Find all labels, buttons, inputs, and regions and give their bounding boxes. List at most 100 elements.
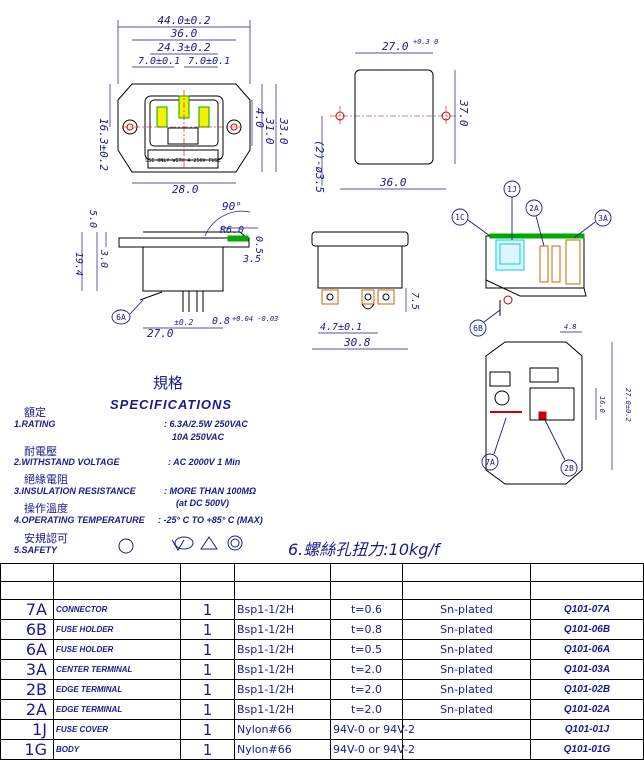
rating-value-2: 10A 250VAC [172,432,225,442]
dim-front-7b: 7.0±0.1 [188,56,230,67]
dim-rear-27: 27.0±0.2 [624,388,632,422]
callout-1c: 1C [455,213,465,222]
callout-7a: 7A [485,458,495,467]
bom-cell-no [0,563,54,582]
bom-cell-pn: Q101-06A [530,639,644,660]
dim-side-3: 3.0 [98,249,109,268]
safety-logos [118,535,243,554]
bom-cell-thickness [330,581,403,600]
dim-side-0-8: 0.8 [212,316,230,327]
bom-cell-name: EDGE TERMINAL [53,699,181,720]
dim-side-0-8-tol: +0.04 -0.03 [232,315,278,323]
insulation-zh: 絕緣電阻 [24,473,68,486]
dim-bottom-30-8: 30.8 [343,336,371,349]
bom-row [0,581,644,600]
bom-cell-pn: Q101-02A [530,699,644,720]
dim-cutout-27-tol: +0.3 0 [413,38,438,46]
bom-cell-name: FUSE HOLDER [53,619,181,640]
safety-zh: 安規認可 [24,532,68,545]
rating-label: 1.RATING [14,419,56,429]
rating-value-1: : 6.3A/2.5W 250VAC [164,419,248,429]
bom-cell-finish: Sn-plated [402,639,531,660]
bom-cell-material: Bsp1-1/2H [234,639,331,660]
bom-cell-qty [180,563,235,582]
bom-cell-finish: Sn-plated [402,679,531,700]
bom-cell-pn [530,563,644,582]
bom-cell-pn: Q101-01G [530,739,644,760]
dim-front-31: 31.0 [263,117,276,145]
dim-bottom-7-5: 7.5 [409,292,420,310]
bom-cell-qty: 1 [180,719,235,740]
bom-cell-pn: Q101-03A [530,659,644,680]
bom-cell-name [53,581,181,600]
bom-cell-thickness: t=0.6 [330,599,403,620]
spec-title-en: SPECIFICATIONS [110,397,233,412]
bom-cell-name: CENTER TERMINAL [53,659,181,680]
bom-cell-no: 1J [0,719,54,740]
bom-cell-qty: 1 [180,739,235,760]
withstand-value: : AC 2000V 1 Min [168,457,241,467]
bom-cell-qty: 1 [180,599,235,620]
bom-cell-pn: Q101-06B [530,619,644,640]
dim-front-28: 28.0 [172,183,199,196]
dim-side-r6: R6.0 [220,225,244,236]
bom-cell-pn [530,581,644,600]
bom-cell-finish: Sn-plated [402,599,531,620]
technical-drawing: 44.0±0.2 36.0 24.3±0.2 7.0±0.1 7.0±0.1 2… [73,14,632,554]
callout-6a: 6A [116,313,126,322]
callout-6b: 6B [473,324,483,333]
bom-cell-name: BODY [53,739,181,760]
bom-cell-thickness: t=2.0 [330,699,403,720]
dim-side-0-5: 0.5 [253,236,264,254]
temp-value: : -25° C TO +85° C (MAX) [158,515,263,525]
bom-cell-pn: Q101-01J [530,719,644,740]
bom-cell-finish [402,581,531,600]
temp-zh: 操作溫度 [24,502,68,515]
bom-row [0,563,644,582]
callout-2a: 2A [529,204,539,213]
dim-bottom-4-7: 4.7±0.1 [320,322,362,333]
torque-note: 6.螺絲孔扭力:10kg/f [288,540,440,559]
bom-cell-material: Bsp1-1/2H [234,679,331,700]
section-view [485,233,587,316]
bom-cell-thickness: t=2.0 [330,679,403,700]
bom-cell-thickness: t=0.5 [330,639,403,660]
dim-cutout-37: 37.0 [457,99,470,127]
bom-cell-qty: 1 [180,639,235,660]
fuse-warning-label: USE ONLY WITH A 250V FUSE [145,158,220,164]
bom-cell-finish: Sn-plated [402,619,531,640]
bom-cell-no: 6B [0,619,54,640]
insulation-value-1: : MORE THAN 100MΩ [164,486,257,496]
bom-cell-pn: Q101-02B [530,679,644,700]
bom-cell-qty: 1 [180,619,235,640]
bom-cell-thickness [330,563,403,582]
bom-cell-thickness: 94V-0 or 94V-2 [330,739,415,760]
dim-front-33: 33.0 [277,117,290,145]
bom-cell-material: Bsp1-1/2H [234,699,331,720]
bottom-view [311,231,409,310]
bom-cell-finish [402,719,531,740]
rating-zh: 額定 [24,406,46,419]
dim-side-19-4: 19.4 [73,252,84,276]
safety-label: 5.SAFETY [14,545,58,555]
callout-3a: 3A [598,214,608,223]
bom-cell-material [234,563,331,582]
bom-cell-no: 2A [0,699,54,720]
bom-cell-pn: Q101-07A [530,599,644,620]
panel-cutout-view [335,69,451,165]
dim-front-24-3: 24.3±0.2 [158,41,211,54]
dim-front-7a: 7.0±0.1 [138,56,180,67]
bom-cell-material: Nylon#66 [234,739,331,760]
dim-side-27-tol: ±0.2 [174,318,193,327]
bom-cell-name: EDGE TERMINAL [53,679,181,700]
bom-cell-finish: Sn-plated [402,659,531,680]
bom-cell-name [53,563,181,582]
withstand-label: 2.WITHSTAND VOLTAGE [14,457,120,467]
bom-cell-material: Bsp1-1/2H [234,659,331,680]
dim-side-3-5: 3.5 [242,254,261,265]
